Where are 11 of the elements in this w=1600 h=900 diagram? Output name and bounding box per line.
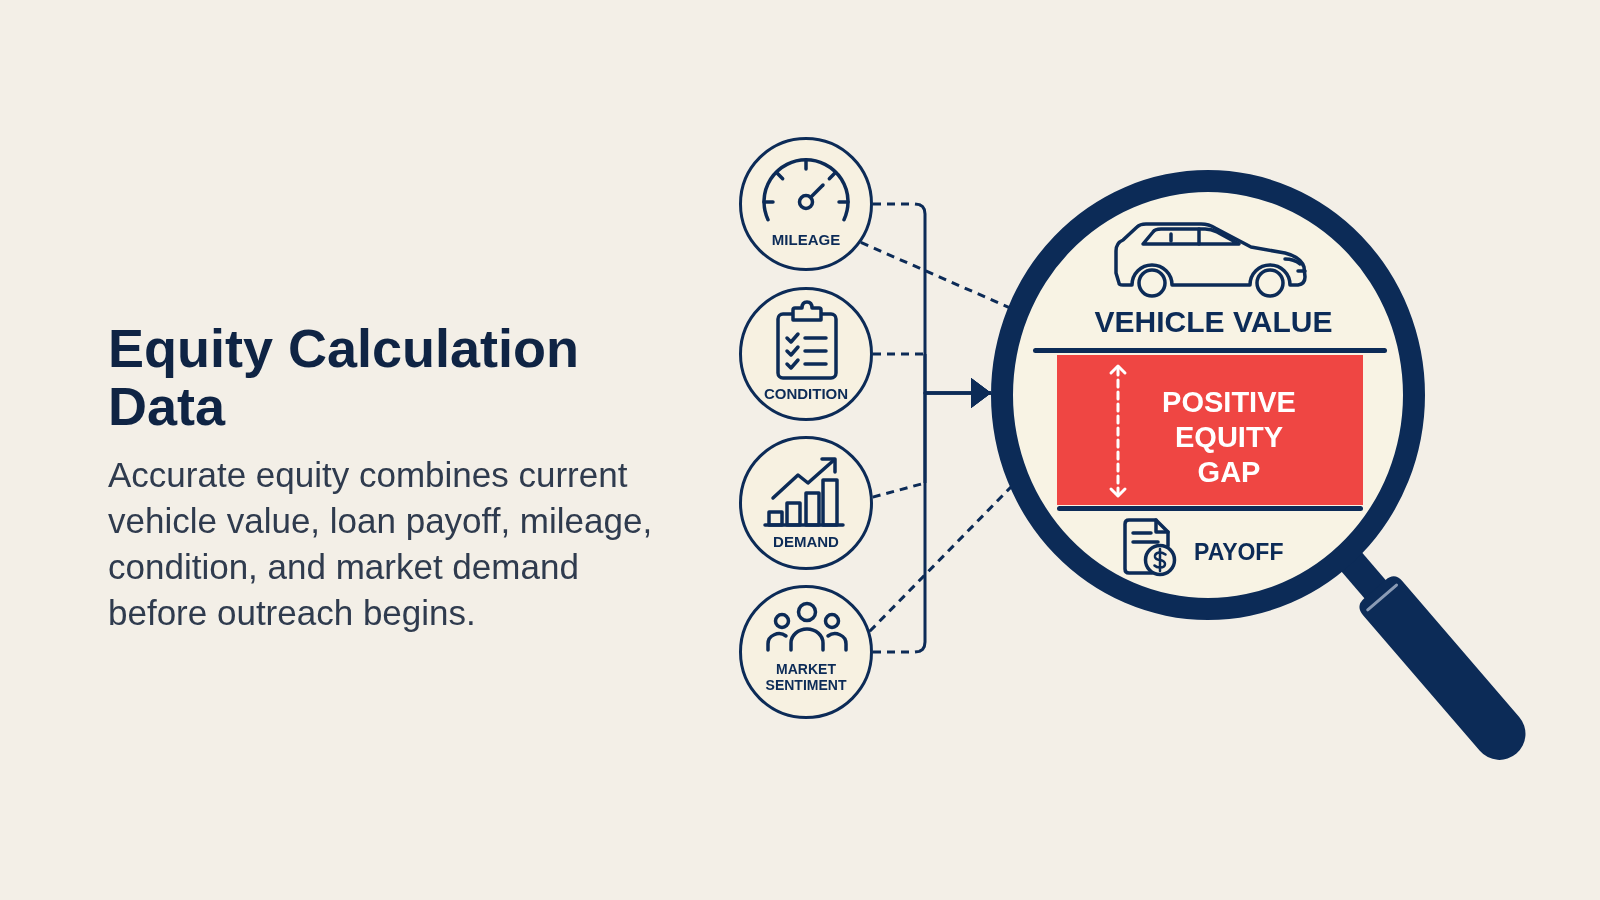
node-label: DEMAND (772, 533, 840, 551)
node-label: VEHICLE VALUE (1093, 303, 1334, 339)
connector-arrow (873, 378, 991, 654)
description: Accurate equity combines current vehicle value, loan payoff, mileage, condition, and market demand before outreach begins. (108, 454, 654, 634)
node-label: MILEAGE (770, 231, 842, 249)
title: Equity Calculation Data (108, 319, 581, 435)
node-label: CONDITION (762, 385, 850, 403)
node-label: MARKET SENTIMENT (764, 661, 848, 693)
node-label: POSITIVE EQUITY GAP (1161, 384, 1297, 490)
highlight-box (1057, 355, 1363, 505)
node-label: PAYOFF (1194, 538, 1285, 566)
